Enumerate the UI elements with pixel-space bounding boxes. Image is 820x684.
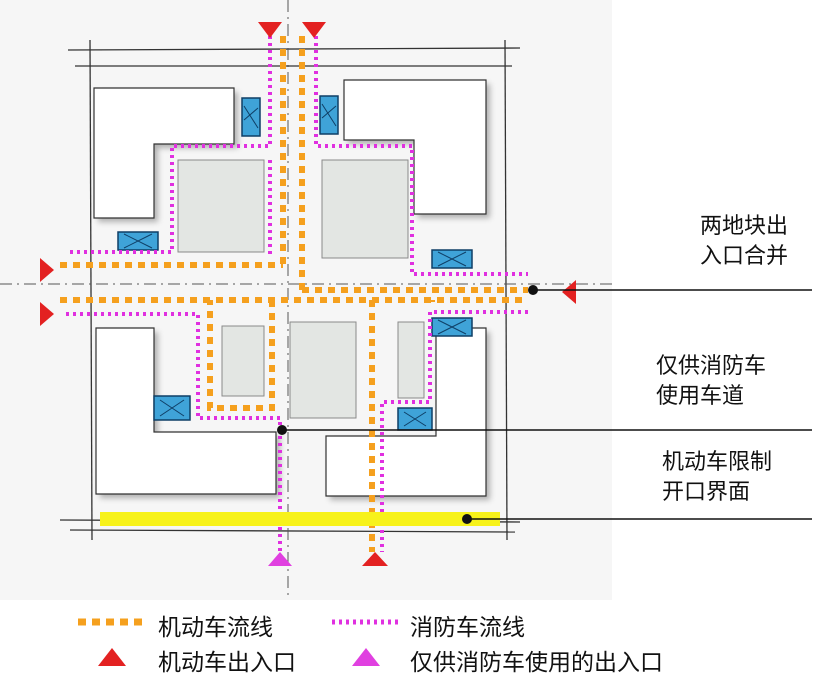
annotation-fire-only-line1: 仅供消防车 [656,354,767,379]
ramp-hatching [123,103,467,427]
vehicle-flow-lines [60,36,528,552]
annotation-merge-line2: 入口合并 [700,244,789,269]
block-ne [321,159,409,259]
annotation-fire-only-line2: 使用车道 [656,384,745,409]
building-nw [93,87,238,222]
legend-fire-flow-label: 消防车流线 [410,615,525,641]
building-ne [343,79,490,218]
vehicle-entrance-top-2 [302,22,326,38]
annotation-fire-only: 仅供消防车 使用车道 [656,352,766,412]
annotation-limit-line1: 机动车限制 [662,450,773,475]
annotation-limit-line2: 开口界面 [662,480,751,505]
legend-vehicle-flow-label: 机动车流线 [158,615,273,641]
leader-dots [277,285,538,524]
legend-fire-entrance-swatch [352,648,380,666]
vehicle-entrance-top-1 [258,22,282,38]
vehicle-entrance-bottom [362,552,388,566]
site-boundary [59,39,521,541]
vehicle-entrance-left-1 [40,258,54,282]
block-center [289,321,357,419]
legend-vehicle-entrance-swatch [98,648,126,666]
legend-vehicle-entrance-label: 机动车出入口 [158,650,296,676]
building-blocks [177,159,425,419]
vehicle-entrance-left-2 [40,302,54,326]
block-nw [177,159,265,253]
block-sw [221,325,265,397]
fire-entrance-bottom [268,552,292,566]
leader-lines [282,289,812,520]
vehicle-limit-band [100,512,500,526]
annotation-limit: 机动车限制 开口界面 [662,448,772,508]
building-sw [95,327,280,498]
block-se [397,321,425,399]
annotation-merge-line1: 两地块出 [700,214,789,239]
annotation-merge: 两地块出 入口合并 [700,212,788,272]
legend-swatches [78,618,400,666]
legend-fire-entrance-label: 仅供消防车使用的出入口 [410,650,663,676]
fire-flow-lines [66,36,528,552]
vehicle-entrance-right [562,280,576,304]
vehicle-entrances [40,22,576,566]
